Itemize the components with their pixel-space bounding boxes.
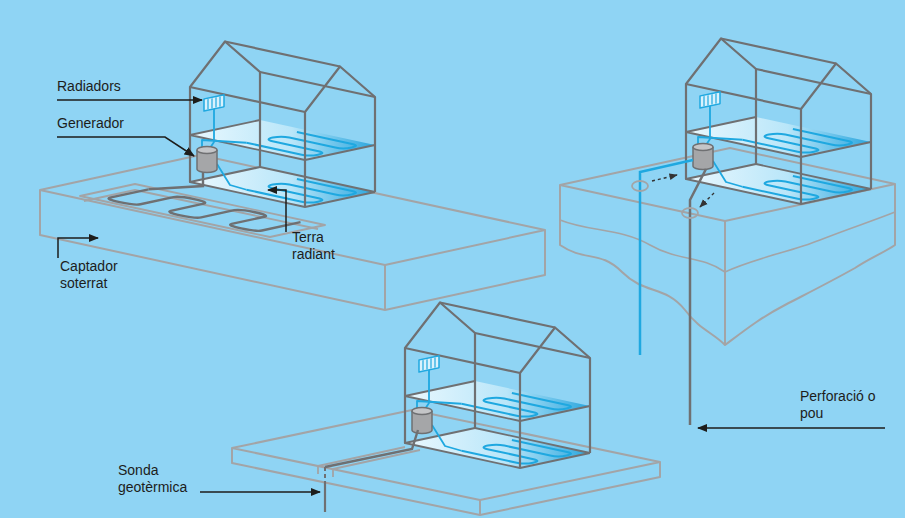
leader-line xyxy=(58,238,98,258)
well-ring xyxy=(682,208,698,218)
flow-arrow xyxy=(652,175,677,181)
supply-pipe xyxy=(640,160,693,355)
probe-hidden xyxy=(324,467,326,482)
probe-pipe xyxy=(325,430,418,467)
leader-lines xyxy=(57,100,885,492)
callout-label: Sonda geotèrmica xyxy=(118,462,198,496)
leader-line xyxy=(200,491,320,493)
well-ring xyxy=(632,181,648,191)
house xyxy=(190,42,375,208)
flow-arrow xyxy=(700,193,714,207)
callout-label: Terra radiant xyxy=(292,229,348,263)
callout-label: Perforació o pou xyxy=(800,388,880,422)
callout-label: Generador xyxy=(57,115,177,132)
collector-pipe xyxy=(149,172,204,189)
callout-label: Captador soterrat xyxy=(60,258,132,292)
leader-line xyxy=(57,137,194,156)
leader-line xyxy=(268,190,286,232)
geothermal-probe xyxy=(324,482,326,512)
house xyxy=(405,303,590,469)
callout-label: Radiadors xyxy=(57,78,177,95)
ground-slab xyxy=(232,410,660,515)
leader-line xyxy=(57,99,202,101)
leader-line xyxy=(698,427,885,429)
house xyxy=(686,39,871,205)
